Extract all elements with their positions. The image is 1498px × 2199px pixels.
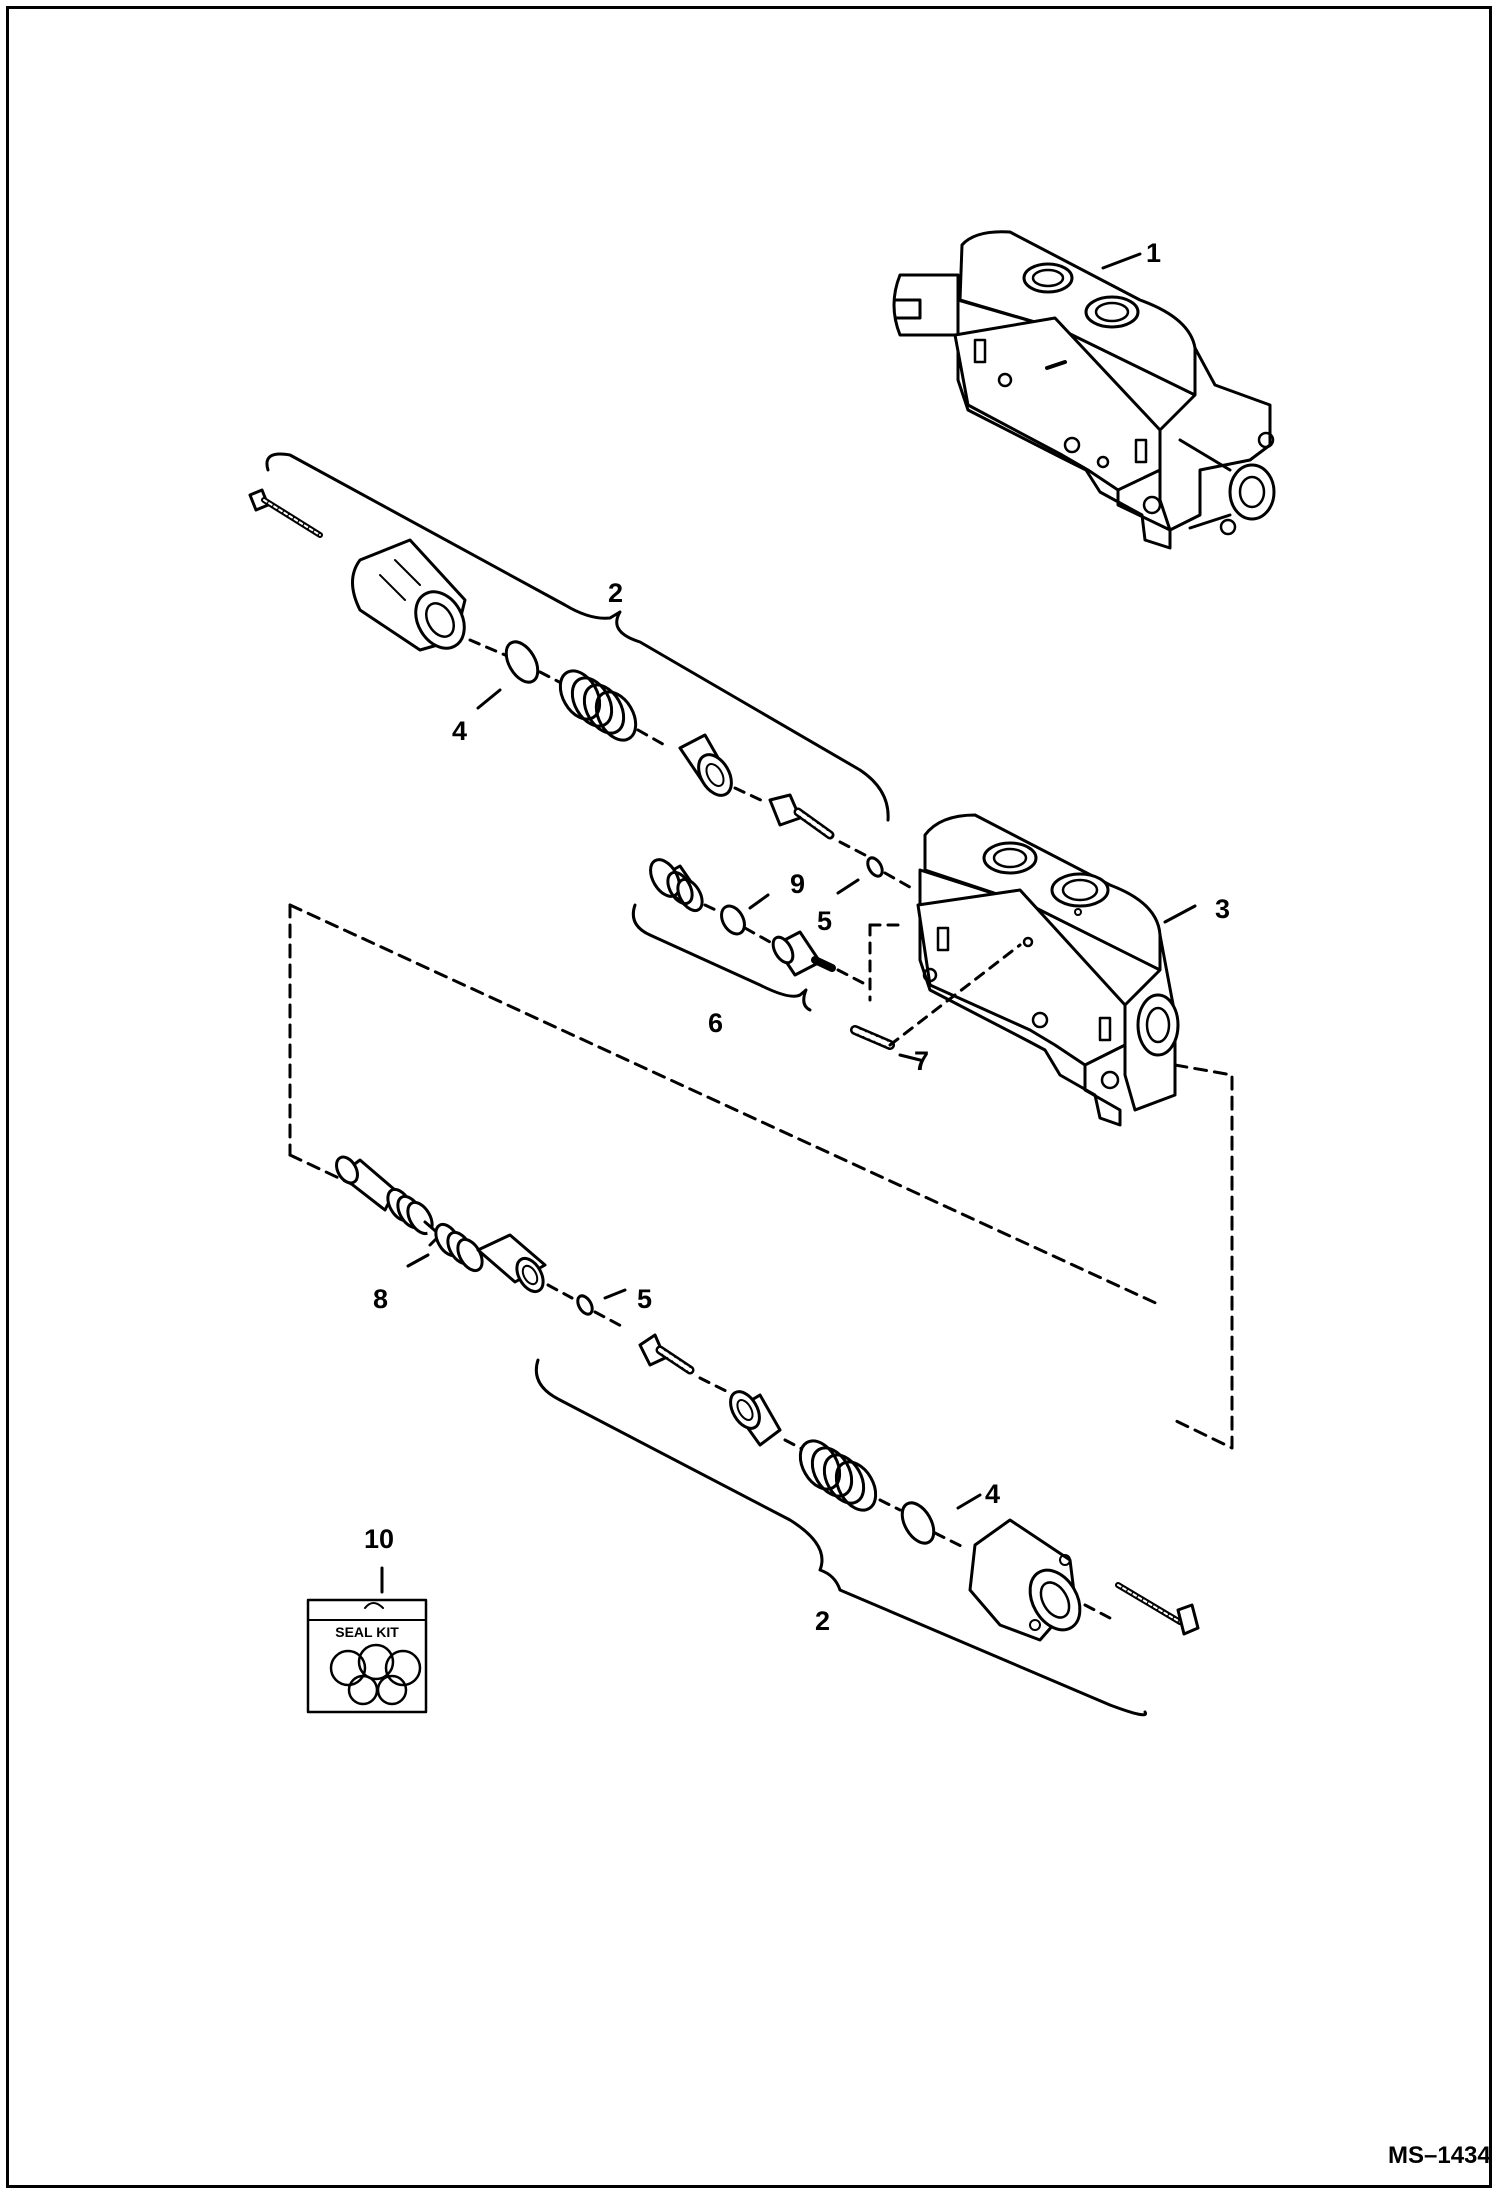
- spring-seat-lower: [729, 1390, 782, 1447]
- leader-1: [1101, 252, 1142, 270]
- leader-4-lower: [956, 1493, 982, 1510]
- valve-section-upper: [892, 230, 1276, 550]
- bracket-6: [631, 903, 812, 1012]
- leader-3: [1163, 904, 1197, 924]
- callout-1: 1: [1146, 238, 1161, 268]
- spring-upper: [558, 669, 638, 742]
- leader-5-lower: [603, 1288, 627, 1300]
- leader-8: [406, 1253, 430, 1268]
- relief-valve: [771, 930, 836, 977]
- main-spool: [335, 1155, 547, 1294]
- callout-9: 9: [790, 869, 805, 899]
- end-cap-lower: [968, 1518, 1082, 1642]
- o-ring-9: [720, 904, 746, 936]
- leader-9: [748, 893, 770, 910]
- seal-kit: SEAL KIT: [306, 1566, 428, 1714]
- leader-4-upper: [476, 688, 502, 710]
- relief-plug: [649, 858, 704, 913]
- spool-bolt-lower: [638, 1333, 695, 1375]
- o-ring-5-lower: [576, 1294, 594, 1316]
- leader-5-upper: [836, 878, 860, 895]
- o-ring-5-upper: [866, 856, 884, 878]
- drawing-id: MS–1434: [1388, 2142, 1491, 2169]
- leader-7: [898, 1053, 922, 1062]
- axis-upper-1: [468, 638, 507, 657]
- spool-bolt-upper: [768, 793, 835, 840]
- callout-7: 7: [914, 1046, 929, 1076]
- callout-4-upper: 4: [452, 716, 467, 746]
- callout-5-lower: 5: [637, 1284, 652, 1314]
- callout-5-upper: 5: [817, 906, 832, 936]
- callout-4-lower: 4: [985, 1479, 1000, 1509]
- bracket-upper: [265, 452, 890, 822]
- bracket-lower: [534, 1358, 1148, 1717]
- callout-2-upper: 2: [608, 578, 623, 608]
- spring-lower: [798, 1439, 878, 1512]
- o-ring-4-lower: [900, 1501, 936, 1545]
- cap-screw-upper: [248, 488, 323, 538]
- callout-2-lower: 2: [815, 1606, 830, 1636]
- end-cap-upper: [351, 538, 467, 652]
- cap-screw-lower: [1115, 1582, 1200, 1636]
- callout-6: 6: [708, 1008, 723, 1038]
- pin-7: [850, 1025, 895, 1050]
- spring-seat-upper: [678, 733, 733, 797]
- callout-8: 8: [373, 1284, 388, 1314]
- callout-10: 10: [364, 1524, 394, 1554]
- seal-kit-label: SEAL KIT: [335, 1624, 399, 1640]
- callout-3: 3: [1215, 894, 1230, 924]
- o-ring-4-upper: [504, 640, 540, 684]
- page-border: [6, 6, 1492, 2188]
- valve-section-middle: [916, 813, 1180, 1127]
